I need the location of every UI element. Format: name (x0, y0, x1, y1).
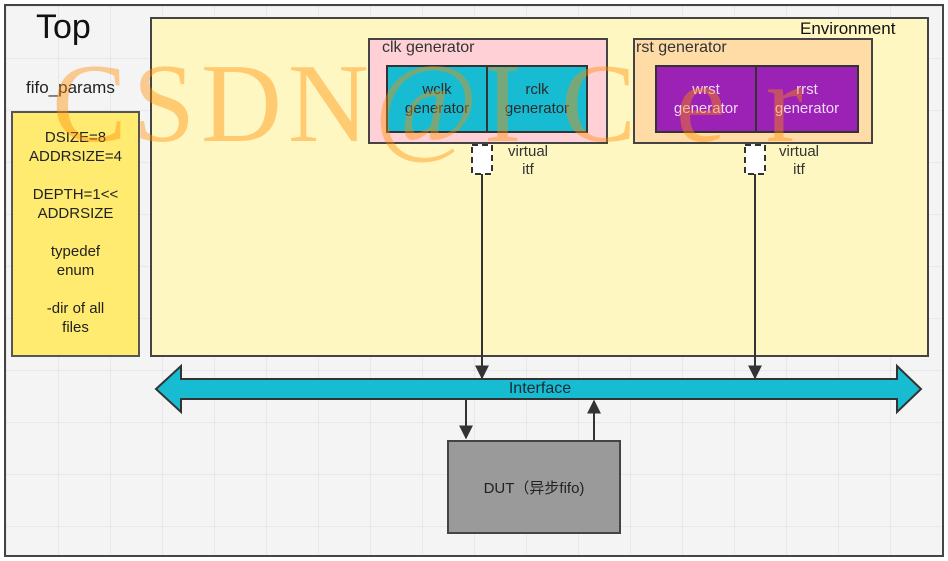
rrst-generator-box: rrst generator (755, 65, 859, 133)
virtual-itf-rst-port (744, 144, 766, 175)
virtual-itf-clk-label: virtual itf (507, 143, 548, 178)
top-title: Top (36, 8, 91, 46)
wrst-generator-box: wrst generator (655, 65, 757, 133)
rclk-generator-box: rclk generator (486, 65, 588, 133)
clk-generator-title: clk generator (382, 39, 475, 56)
virtual-itf-rst-label: virtual itf (778, 143, 819, 178)
interface-label: Interface (508, 380, 572, 397)
fifo-params-title: fifo_params (26, 78, 115, 97)
rst-generator-title: rst generator (636, 39, 727, 56)
param-typedef: typedef enum (50, 243, 101, 279)
fifo-params-box: DSIZE=8 ADDRSIZE=4 DEPTH=1<< ADDRSIZE ty… (11, 111, 140, 357)
environment-title: Environment (800, 19, 896, 38)
param-sizes: DSIZE=8 ADDRSIZE=4 (29, 129, 122, 165)
dut-box: DUT（异步fifo) (447, 440, 621, 534)
interface-bus (154, 363, 923, 415)
wclk-generator-box: wclk generator (386, 65, 488, 133)
virtual-itf-clk-port (471, 144, 493, 175)
param-depth: DEPTH=1<< ADDRSIZE (32, 186, 119, 222)
param-dir: -dir of all files (46, 300, 105, 336)
